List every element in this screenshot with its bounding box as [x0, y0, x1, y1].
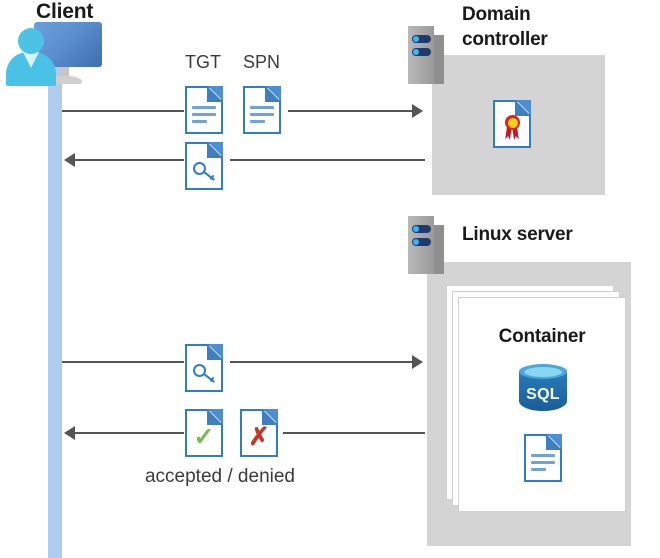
accepted-check-document-icon: ✓ [185, 409, 223, 457]
message-3-line-left [62, 361, 184, 363]
certificate-document-icon [493, 100, 531, 148]
accepted-denied-caption: accepted / denied [144, 466, 295, 487]
spn-label: SPN [243, 52, 281, 72]
message-1-line-left [62, 110, 184, 112]
linux-server-rack-icon [408, 216, 444, 274]
key-document-icon-request [185, 344, 223, 392]
message-4-line-right [283, 432, 425, 434]
message-3-arrowhead [412, 355, 423, 369]
client-lifeline [48, 60, 62, 558]
domain-controller-title-line2: controller [462, 29, 548, 50]
container-card-front: Container SQL mssql.keytab [458, 297, 626, 512]
message-2-line-right [230, 159, 425, 161]
tgt-document-icon [185, 86, 223, 134]
client-title: Client [36, 0, 94, 23]
sql-database-label: SQL [526, 386, 560, 403]
key-document-icon-response [185, 142, 223, 190]
client-computer-user-icon [6, 22, 102, 92]
message-1-arrowhead [412, 104, 423, 118]
linux-server-title: Linux server [462, 224, 573, 245]
tgt-label: TGT [185, 52, 221, 72]
check-mark-icon: ✓ [193, 423, 215, 451]
cross-mark-icon: ✗ [248, 423, 270, 451]
message-3-line-right [230, 361, 412, 363]
monitor-base-icon [46, 76, 82, 84]
domain-controller-title-line1: Domain [462, 4, 531, 25]
message-4-arrowhead [64, 426, 75, 440]
keytab-document-icon [524, 434, 562, 482]
person-collar-icon [23, 52, 39, 68]
monitor-neck-icon [59, 67, 69, 79]
container-title: Container [498, 326, 586, 347]
denied-cross-document-icon: ✗ [240, 409, 278, 457]
message-2-line-left [75, 159, 184, 161]
message-1-line-right [288, 110, 412, 112]
sql-database-icon: SQL [519, 364, 567, 416]
certificate-rosette-icon [503, 115, 521, 141]
message-2-arrowhead [64, 153, 75, 167]
message-4-line-left [75, 432, 184, 434]
spn-document-icon [243, 86, 281, 134]
person-head-icon [18, 28, 44, 54]
domain-controller-server-rack-icon [408, 26, 444, 84]
domain-controller-title: Domain controller [462, 2, 612, 52]
